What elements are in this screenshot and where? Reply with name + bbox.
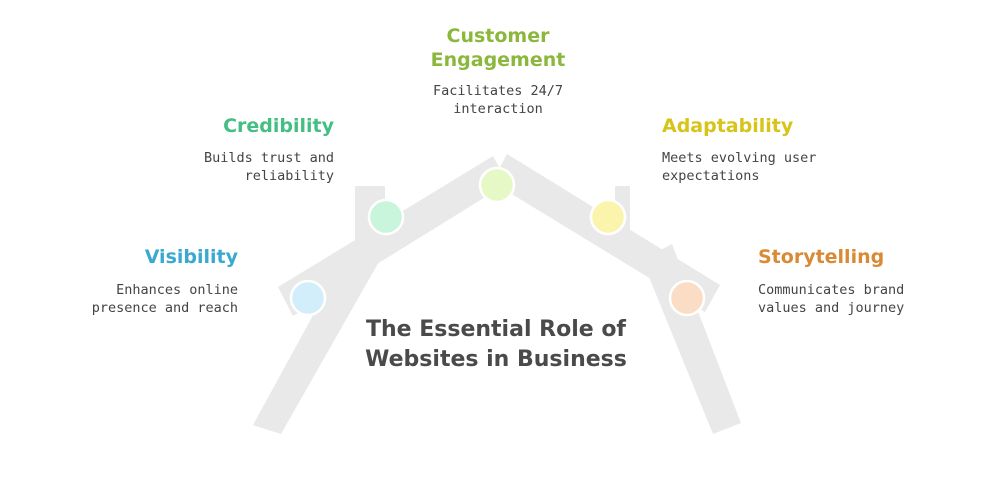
credibility-description: Builds trust and reliability — [203, 150, 334, 184]
visibility-title: Visibility — [144, 246, 238, 268]
customer-engagement-title: Customer Engagement — [430, 25, 566, 71]
adaptability-description: Meets evolving user expectations — [662, 150, 817, 184]
diagram-title: The Essential Role of Websites in Busine… — [365, 317, 627, 372]
storytelling-node — [668, 279, 706, 317]
customer-engagement-description: Facilitates 24/7 interaction — [432, 83, 564, 117]
arch-nodes — [289, 166, 706, 317]
engagement-node — [478, 166, 516, 204]
adaptability-title: Adaptability — [662, 115, 794, 137]
storytelling-description: Communicates brand values and journey — [758, 282, 905, 316]
credibility-title: Credibility — [223, 115, 334, 137]
visibility-node — [289, 279, 327, 317]
adaptability-node — [589, 198, 627, 236]
beam-upper-left — [278, 156, 508, 316]
beam-lower-right — [642, 244, 741, 434]
beam-lower-left — [253, 244, 380, 434]
credibility-node — [367, 198, 405, 236]
storytelling-title: Storytelling — [758, 246, 885, 268]
visibility-description: Enhances online presence and reach — [91, 282, 238, 316]
